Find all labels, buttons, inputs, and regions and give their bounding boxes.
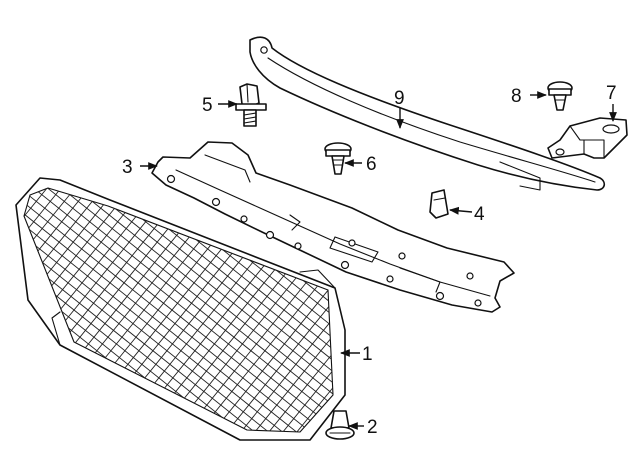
mesh-line [251,188,333,432]
mesh-line [195,188,333,432]
mesh-line [420,150,640,470]
callout-7: 7 [606,83,617,104]
mesh-line [476,150,640,470]
mesh-line [223,188,333,432]
mesh-line [602,150,640,470]
mesh-line [307,188,333,432]
mesh-line [434,150,640,470]
callout-6: 6 [366,154,377,175]
mesh-line [24,188,107,432]
mesh-line [616,150,640,470]
mesh-line [630,150,640,470]
retainer [429,189,449,219]
mesh-line [602,150,640,470]
mesh-line [24,188,135,432]
mesh-line [0,150,22,470]
callout-labels: 1 2 3 4 5 6 7 8 9 [122,83,617,438]
mesh-line [364,150,640,470]
mesh-line [490,150,640,470]
mesh-line [532,150,640,470]
mesh-line [420,150,640,470]
mesh-line [490,150,640,470]
upper-seal-strip [249,36,606,191]
mesh-line [378,150,638,470]
leader-lines [140,91,617,430]
bracket [547,117,628,159]
clip [325,410,355,440]
leader-4 [449,206,473,215]
push-pin [324,142,352,175]
mesh-line [0,150,8,470]
mesh-line [518,150,640,470]
callout-9: 9 [394,88,405,109]
mesh-line [434,150,640,470]
mesh-line [392,150,640,470]
mesh-line [237,188,333,432]
mesh-line [588,150,640,470]
mesh-line [392,150,640,470]
mesh-line [24,188,93,432]
mesh-line [630,150,640,470]
mesh-line [24,188,121,432]
mesh-line [209,188,333,432]
mesh-line [0,150,22,470]
bolt [235,83,267,127]
mesh-line [560,150,640,470]
mesh-line [321,188,333,432]
callout-1: 1 [362,344,373,365]
callout-4: 4 [474,204,485,225]
mesh-line [265,188,333,432]
mesh-line [574,150,640,470]
mesh-line [532,150,640,470]
callout-2: 2 [367,417,378,438]
mesh-line [546,150,640,470]
mesh-line [616,150,640,470]
mesh-line [24,188,79,432]
mesh-line [476,150,640,470]
mesh-line [560,150,640,470]
mesh-line [181,188,333,432]
mesh-line [378,150,640,470]
mesh-line [504,150,640,470]
upper-clip [547,81,573,111]
callout-5: 5 [202,95,213,116]
callout-8: 8 [511,86,522,107]
mesh-line [518,150,640,470]
mesh-line [0,150,8,470]
callout-3: 3 [122,157,133,178]
shield-panel [151,141,515,313]
mesh-line [574,150,640,470]
mesh-line [588,150,640,470]
mesh-line [504,150,640,470]
mesh-line [546,150,640,470]
